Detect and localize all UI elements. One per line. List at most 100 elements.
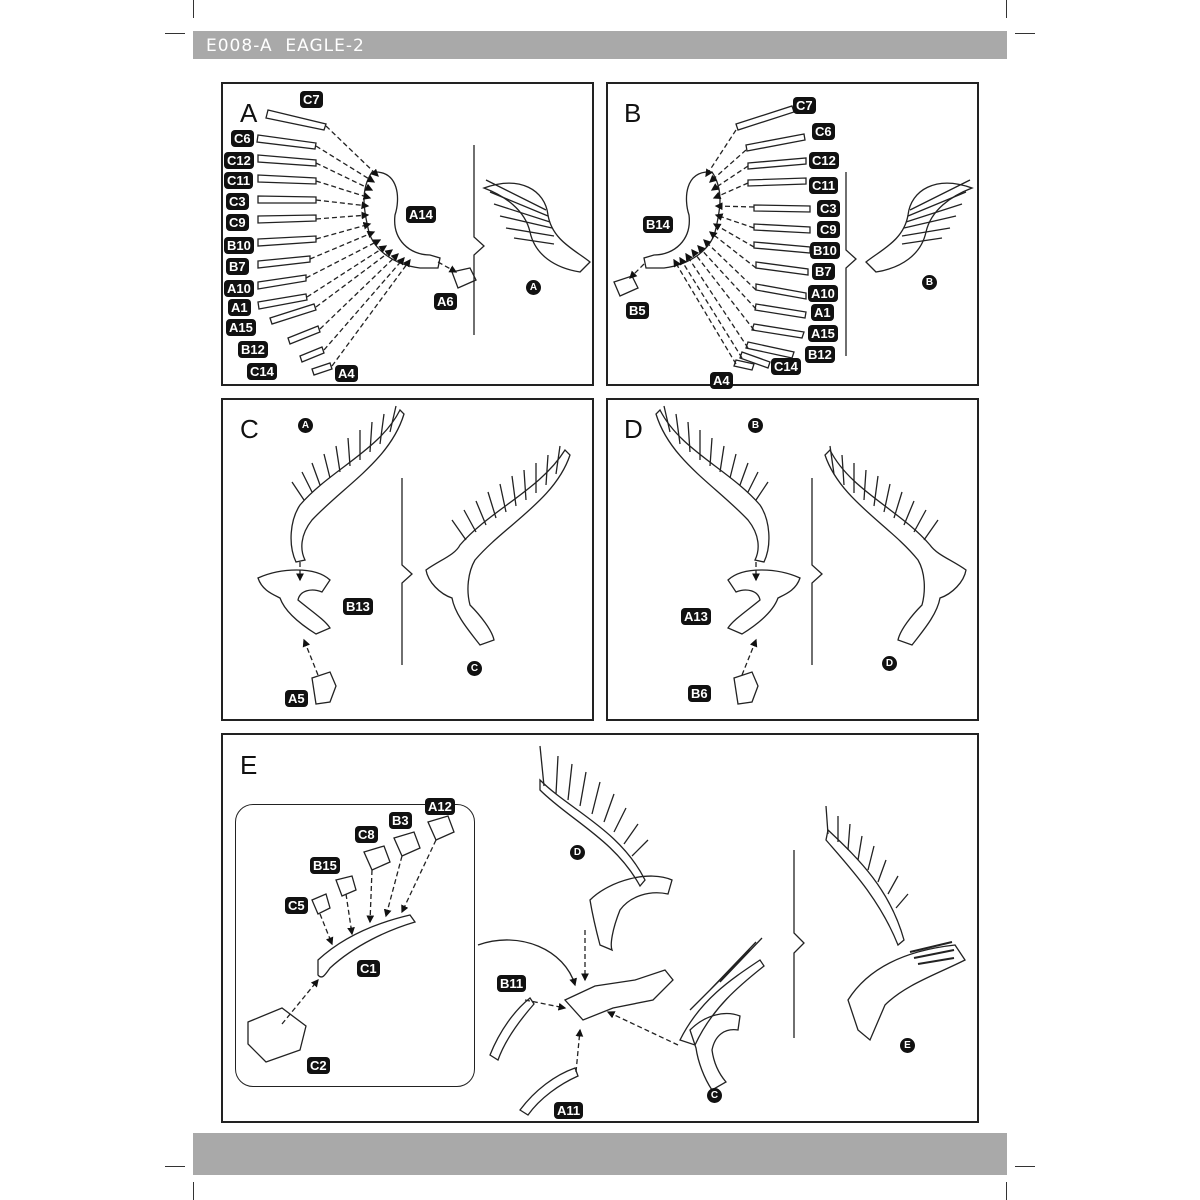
part-label: C7 (300, 91, 323, 108)
input-badge: C (707, 1088, 722, 1103)
part-label: A6 (434, 293, 457, 310)
step-letter-b: B (624, 98, 642, 128)
step-letter-d: D (624, 414, 643, 444)
input-badge: A (298, 418, 313, 433)
part-label: A10 (808, 285, 838, 302)
part-label: A1 (811, 304, 834, 321)
panel-d-base (733, 671, 759, 705)
part-label: C14 (771, 358, 801, 375)
part-label: A13 (681, 608, 711, 625)
crop-mark (1006, 1182, 1007, 1200)
page-header: E008-A EAGLE-2 (206, 36, 365, 56)
part-label: B7 (226, 258, 249, 275)
panel-d-body (727, 569, 801, 635)
panel-e-inset (235, 804, 475, 1087)
part-label: A5 (285, 690, 308, 707)
result-badge: C (467, 661, 482, 676)
result-badge: D (882, 656, 897, 671)
panel-e-part-b11 (489, 997, 535, 1061)
part-label: A14 (406, 206, 436, 223)
part-label: C9 (226, 214, 249, 231)
panel-b-feathers (733, 105, 811, 371)
part-label: C8 (355, 826, 378, 843)
part-label: B6 (688, 685, 711, 702)
step-letter-a: A (240, 98, 258, 128)
part-label: C7 (793, 97, 816, 114)
part-label: C5 (285, 897, 308, 914)
part-label: C3 (817, 200, 840, 217)
panel-a-divider (473, 145, 485, 335)
panel-e-torso (563, 969, 674, 1021)
crop-mark (1006, 0, 1007, 18)
part-label: A12 (425, 798, 455, 815)
part-label: B5 (626, 302, 649, 319)
part-label: C11 (809, 177, 839, 194)
part-label: A4 (335, 365, 358, 382)
panel-c-divider (401, 478, 413, 665)
part-label: C6 (231, 130, 254, 147)
part-label: B10 (224, 237, 254, 254)
crop-mark (193, 1182, 194, 1200)
panel-d-wing (655, 405, 770, 563)
part-label: C3 (226, 193, 249, 210)
part-label: B10 (810, 242, 840, 259)
input-badge: B (748, 418, 763, 433)
panel-e-eagle-result (825, 805, 966, 1042)
crop-mark (1015, 33, 1035, 34)
panel-b-divider (845, 172, 857, 356)
part-label: A11 (554, 1102, 584, 1119)
footer-bar (193, 1133, 1007, 1175)
part-label: B7 (812, 263, 835, 280)
part-label: B11 (497, 975, 527, 992)
panel-a (221, 82, 594, 386)
result-badge: A (526, 280, 541, 295)
panel-c (221, 398, 594, 721)
part-label: A1 (228, 299, 251, 316)
part-label: B12 (238, 341, 268, 358)
step-letter-e: E (240, 750, 258, 780)
part-label: C12 (809, 152, 839, 169)
panel-a-feathers (256, 109, 333, 376)
panel-b-clip (613, 275, 639, 297)
crop-mark (193, 0, 194, 18)
panel-c-body (257, 569, 331, 635)
crop-mark (165, 1166, 185, 1167)
result-badge: E (900, 1038, 915, 1053)
part-label: C11 (224, 172, 254, 189)
part-label: C12 (224, 152, 254, 169)
result-badge: B (922, 275, 937, 290)
panel-e-wing-c (679, 937, 765, 1091)
input-badge: D (570, 845, 585, 860)
panel-d-result (824, 445, 967, 646)
part-label: C1 (357, 960, 380, 977)
part-label: B14 (643, 216, 673, 233)
panel-c-result (425, 445, 571, 646)
part-label: C6 (812, 123, 835, 140)
panel-c-wing (290, 405, 405, 563)
panel-e-inset-parts (247, 815, 455, 1063)
part-label: B15 (310, 857, 340, 874)
crop-mark (1015, 1166, 1035, 1167)
crop-mark (165, 33, 185, 34)
header-bar (193, 31, 1007, 59)
part-label: B3 (389, 812, 412, 829)
part-label: C9 (817, 221, 840, 238)
panel-a-wing-result (482, 179, 591, 273)
part-label: A15 (808, 325, 838, 342)
panel-d-divider (811, 478, 823, 665)
panel-c-base (311, 671, 337, 705)
model-title: EAGLE-2 (285, 36, 365, 56)
panel-e-curve-arrow (477, 939, 577, 987)
panel-b-wing-result (865, 179, 974, 273)
panel-e-divider (793, 850, 805, 1038)
part-label: A10 (224, 280, 254, 297)
part-label: A4 (710, 372, 733, 389)
model-code: E008-A (206, 36, 273, 56)
step-letter-c: C (240, 414, 259, 444)
part-label: C2 (307, 1057, 330, 1074)
part-label: C14 (247, 363, 277, 380)
panel-a-clip (451, 267, 477, 289)
part-label: A15 (226, 319, 256, 336)
panel-e-wing-d (539, 745, 673, 952)
